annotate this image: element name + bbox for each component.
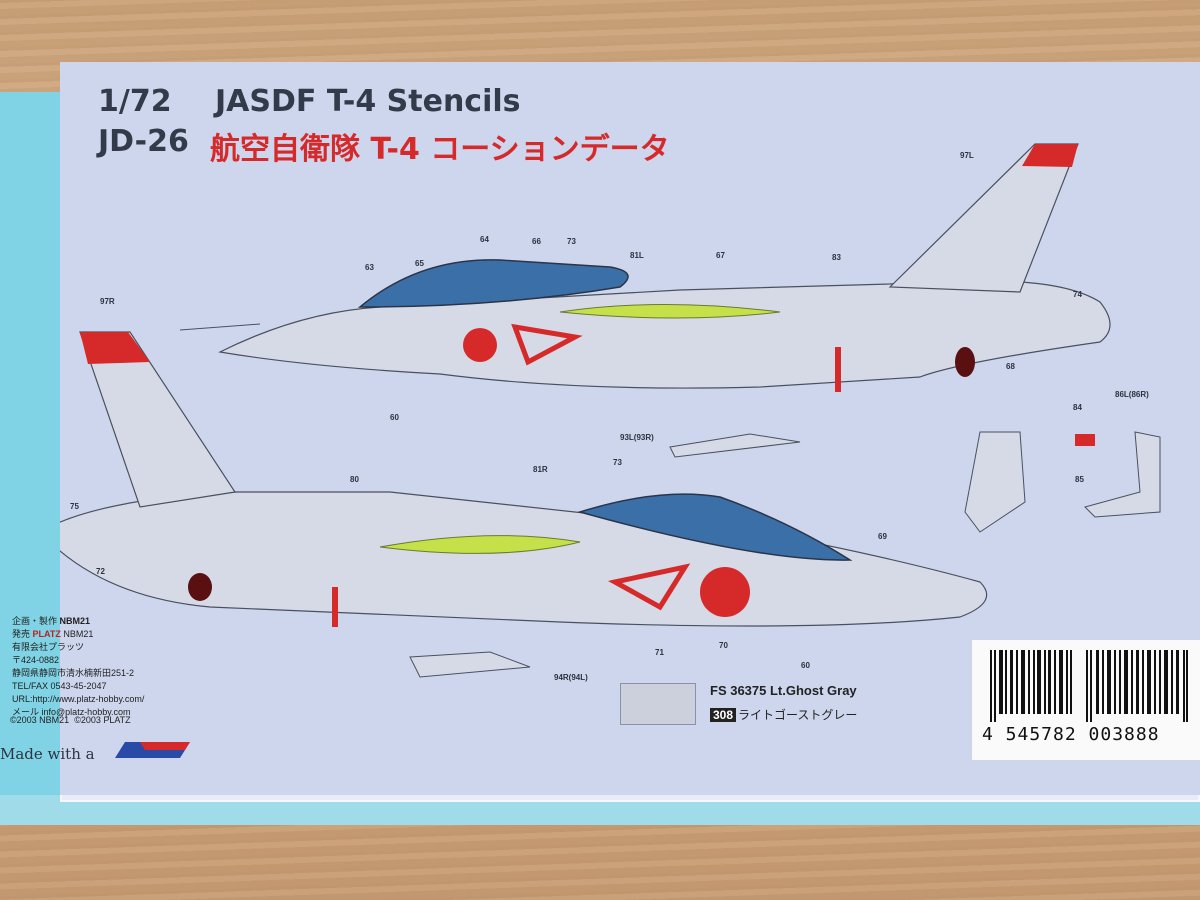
aircraft-right-view [60, 331, 988, 627]
callout-label: 74 [1073, 290, 1082, 299]
callout-label: 67 [716, 251, 725, 260]
mail-address: info@platz-hobby.com [41, 707, 131, 717]
sale-name1: NBM21 [63, 629, 94, 639]
sale-label: 発売 [12, 629, 31, 639]
callout-label: 81L [630, 251, 644, 260]
barcode: 4 545782 003888 [972, 640, 1200, 760]
barcode-bars [990, 650, 1188, 722]
callout-label: 60 [801, 661, 810, 670]
decal-sheet: 1/72 JD-26 JASDF T-4 Stencils 航空自衛隊 T-4 … [0, 62, 1200, 802]
callout-label: 83 [832, 253, 841, 262]
callout-label: 73 [567, 237, 576, 246]
sale-name2: 有限会社プラッツ [12, 642, 85, 652]
aircraft-drawings [60, 143, 1161, 678]
callout-label: 85 [1075, 475, 1084, 484]
callout-label: 84 [1073, 403, 1082, 412]
color-swatch [620, 683, 696, 725]
callout-label: 75 [70, 502, 79, 511]
mail-label: メール [12, 707, 40, 717]
callout-label: 80 [350, 475, 359, 484]
callout-label: 72 [96, 567, 105, 576]
scale-label: 1/72 [98, 84, 172, 119]
address: 静岡県静岡市清水楠新田251-2 [12, 668, 135, 678]
product-code: JD-26 [98, 124, 189, 159]
ejection-seat-parts [409, 431, 1161, 678]
callout-label: 66 [532, 237, 541, 246]
made-with-text: Made with a [0, 745, 95, 763]
copyright-platz: ©2003 PLATZ [74, 715, 131, 725]
callout-label: 93L(93R) [620, 433, 654, 442]
copyright-nbm21: ©2003 NBM21 [10, 715, 70, 725]
callout-label: 64 [480, 235, 489, 244]
callout-label: 65 [415, 259, 424, 268]
callout-labels: 97L 97R 63 65 64 66 73 81L 67 83 74 60 68 93L(93R) 84 8… [70, 151, 1149, 682]
callout-label: 94R(94L) [554, 673, 588, 682]
platz-logo: PLATZ [32, 629, 61, 639]
postal-code: 〒424-0882 [12, 655, 60, 665]
barcode-number: 4 545782 003888 [982, 724, 1160, 745]
instruction-card: 1/72 JD-26 JASDF T-4 Stencils 航空自衛隊 T-4 … [0, 62, 1200, 795]
title-jp: 航空自衛隊 T-4 コーションデータ [210, 132, 670, 167]
callout-label: 60 [390, 413, 399, 422]
callout-label: 71 [655, 648, 664, 657]
publisher-info: 企画・製作 NBM21 発売 PLATZ NBM21 有限会社プラッツ 〒424… [12, 615, 272, 719]
plan-name: NBM21 [59, 616, 91, 626]
title-en: JASDF T-4 Stencils [215, 84, 521, 119]
tel-fax: TEL/FAX 0543-45-2047 [12, 681, 107, 691]
paint-number: 308 [710, 708, 737, 722]
callout-label: 97L [960, 151, 974, 160]
callout-label: 73 [613, 458, 622, 467]
website-url: URL:http://www.platz-hobby.com/ [12, 694, 145, 704]
plan-label: 企画・製作 [12, 616, 58, 626]
callout-label: 70 [719, 641, 728, 650]
copyright: ©2003 NBM21 ©2003 PLATZ [10, 715, 131, 725]
aircraft-left-view [179, 143, 1111, 392]
callout-label: 97R [100, 297, 115, 306]
callout-label: 68 [1006, 362, 1015, 371]
mag-logo [115, 742, 190, 758]
callout-label: 63 [365, 263, 374, 272]
callout-label: 69 [878, 532, 887, 541]
fs-color: FS 36375 Lt.Ghost Gray [710, 683, 857, 698]
callout-label: 86L(86R) [1115, 390, 1149, 399]
callout-label: 81R [533, 465, 548, 474]
paint-name: ライトゴーストグレー [738, 708, 858, 722]
